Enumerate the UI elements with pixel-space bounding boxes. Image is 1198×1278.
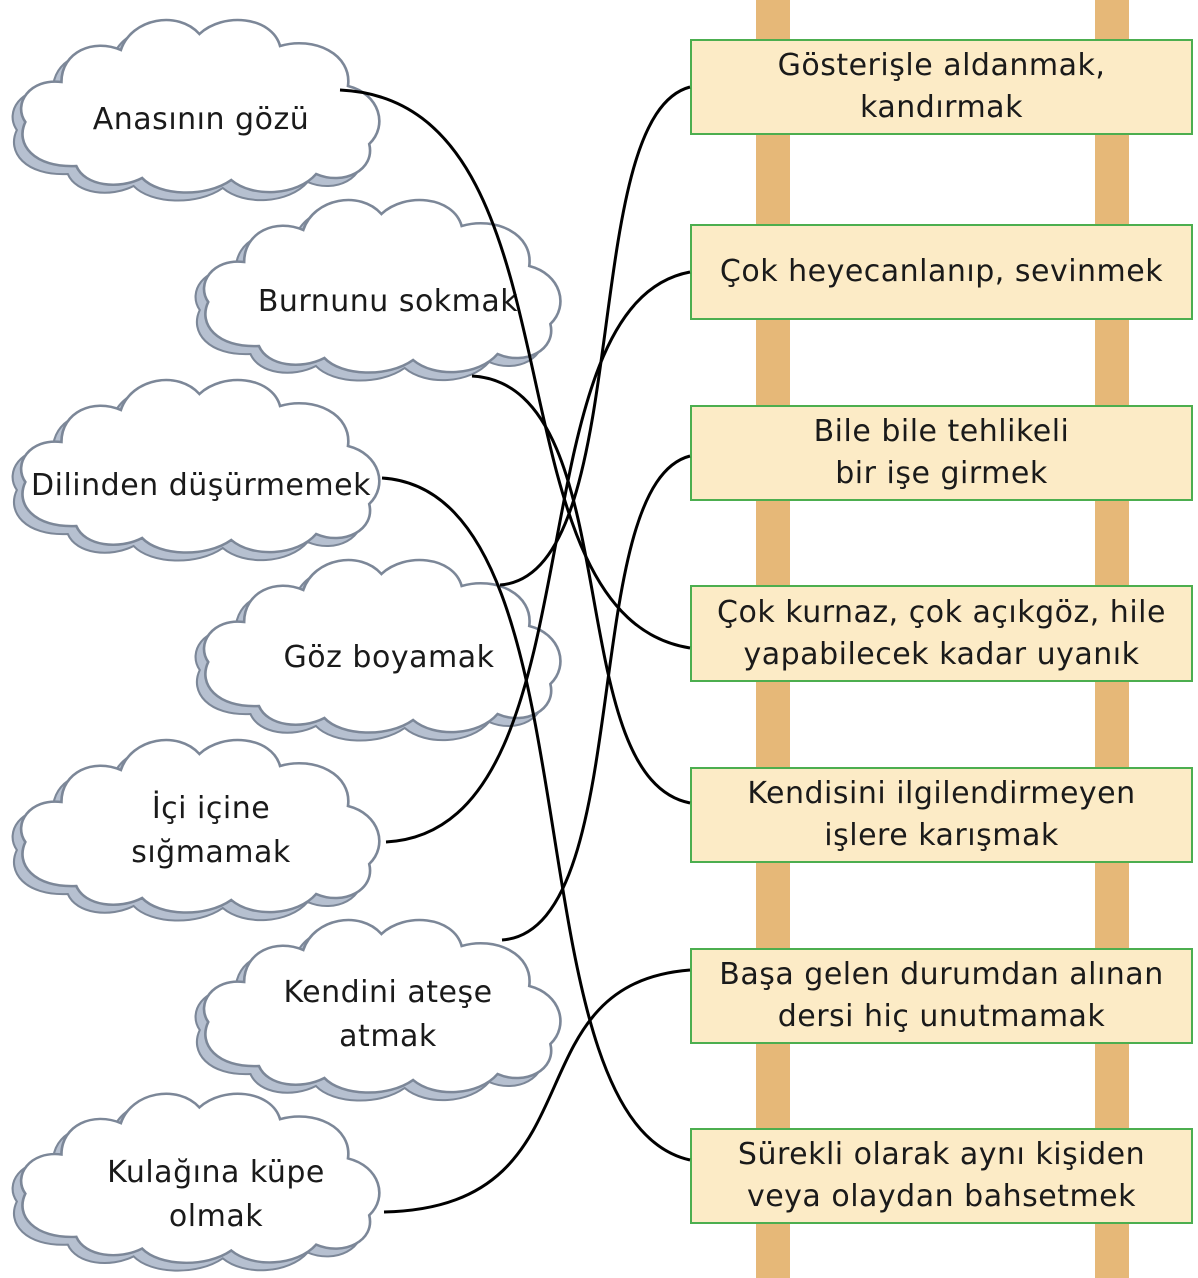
cloud-icon <box>194 918 562 1102</box>
cloud-icon <box>11 378 381 562</box>
meaning-6-line-1: Başa gelen durumdan alınan <box>719 957 1164 992</box>
connector-line-1 <box>339 88 691 650</box>
idiom-1-line-1: Anasının gözü <box>92 102 310 137</box>
idiom-3-line-1: Dilinden düşürmemek <box>31 468 371 503</box>
cloud-icon <box>11 1092 381 1272</box>
meaning-4-line-1: Çok kurnaz, çok açıkgöz, hile <box>717 594 1166 630</box>
meaning-7-line-1: Sürekli olarak aynı kişiden <box>737 1137 1146 1172</box>
idiom-cloud-2[interactable]: Burnunu sokmak <box>185 186 581 386</box>
idiom-5-line-1: İçi içine <box>151 791 271 826</box>
idiom-5-line-2: sığmamak <box>131 835 291 870</box>
meaning-box-4[interactable]: Çok kurnaz, çok açıkgöz, hile yapabilecek… <box>690 585 1193 682</box>
connector-line-7 <box>383 968 691 1214</box>
idiom-6-line-1: Kendini ateşe <box>283 975 493 1010</box>
meaning-5-line-1: Kendisini ilgilendirmeyen <box>747 776 1136 811</box>
idiom-cloud-6[interactable]: Kendini ateşe atmak <box>185 906 581 1106</box>
idiom-7-line-1: Kulağına küpe <box>107 1155 325 1190</box>
meaning-box-5[interactable]: Kendisini ilgilendirmeyen işlere karışmak <box>690 767 1193 863</box>
meaning-1-line-1: Gösterişle aldanmak, <box>777 48 1106 83</box>
connector-line-3 <box>381 476 691 1162</box>
meaning-box-6[interactable]: Başa gelen durumdan alınan dersi hiç unut… <box>690 948 1193 1044</box>
meaning-3-line-1: Bile bile tehlikeli <box>813 414 1070 449</box>
idiom-cloud-4[interactable]: Göz boyamak <box>185 546 581 746</box>
meaning-2-line-1: Çok heyecanlanıp, sevinmek <box>719 254 1164 289</box>
idiom-cloud-5[interactable]: İçi içine sığmamak <box>2 726 400 926</box>
cloud-icon <box>11 18 381 202</box>
connector-line-2 <box>471 374 691 805</box>
idiom-cloud-1[interactable]: Anasının gözü <box>2 6 400 206</box>
idiom-2-line-1: Burnunu sokmak <box>257 284 519 319</box>
connector-line-4 <box>499 85 691 587</box>
connector-line-5 <box>385 270 691 844</box>
meaning-1-line-2: kandırmak <box>860 90 1023 125</box>
idiom-6-line-2: atmak <box>339 1019 437 1054</box>
meaning-5-line-2: işlere karışmak <box>824 818 1059 853</box>
meaning-6-line-2: dersi hiç unutmamak <box>777 999 1106 1034</box>
meaning-3-line-2: bir işe girmek <box>835 456 1048 491</box>
meaning-4-line-2: yapabilecek kadar uyanık <box>743 636 1140 672</box>
idiom-cloud-3[interactable]: Dilinden düşürmemek <box>2 366 400 566</box>
idiom-7-line-2: olmak <box>168 1199 264 1234</box>
meaning-box-1[interactable]: Gösterişle aldanmak, kandırmak <box>690 39 1193 135</box>
meaning-box-7[interactable]: Sürekli olarak aynı kişiden veya olaydan … <box>690 1128 1193 1224</box>
cloud-icon <box>11 738 381 922</box>
meaning-box-2[interactable]: Çok heyecanlanıp, sevinmek <box>690 224 1193 320</box>
cloud-icon <box>194 558 562 742</box>
idiom-cloud-7[interactable]: Kulağına küpe olmak <box>2 1080 400 1276</box>
meaning-7-line-2: veya olaydan bahsetmek <box>746 1179 1137 1214</box>
meaning-box-3[interactable]: Bile bile tehlikeli bir işe girmek <box>690 405 1193 501</box>
connector-line-6 <box>501 454 691 942</box>
idiom-4-line-1: Göz boyamak <box>283 640 495 675</box>
cloud-icon <box>194 198 562 382</box>
